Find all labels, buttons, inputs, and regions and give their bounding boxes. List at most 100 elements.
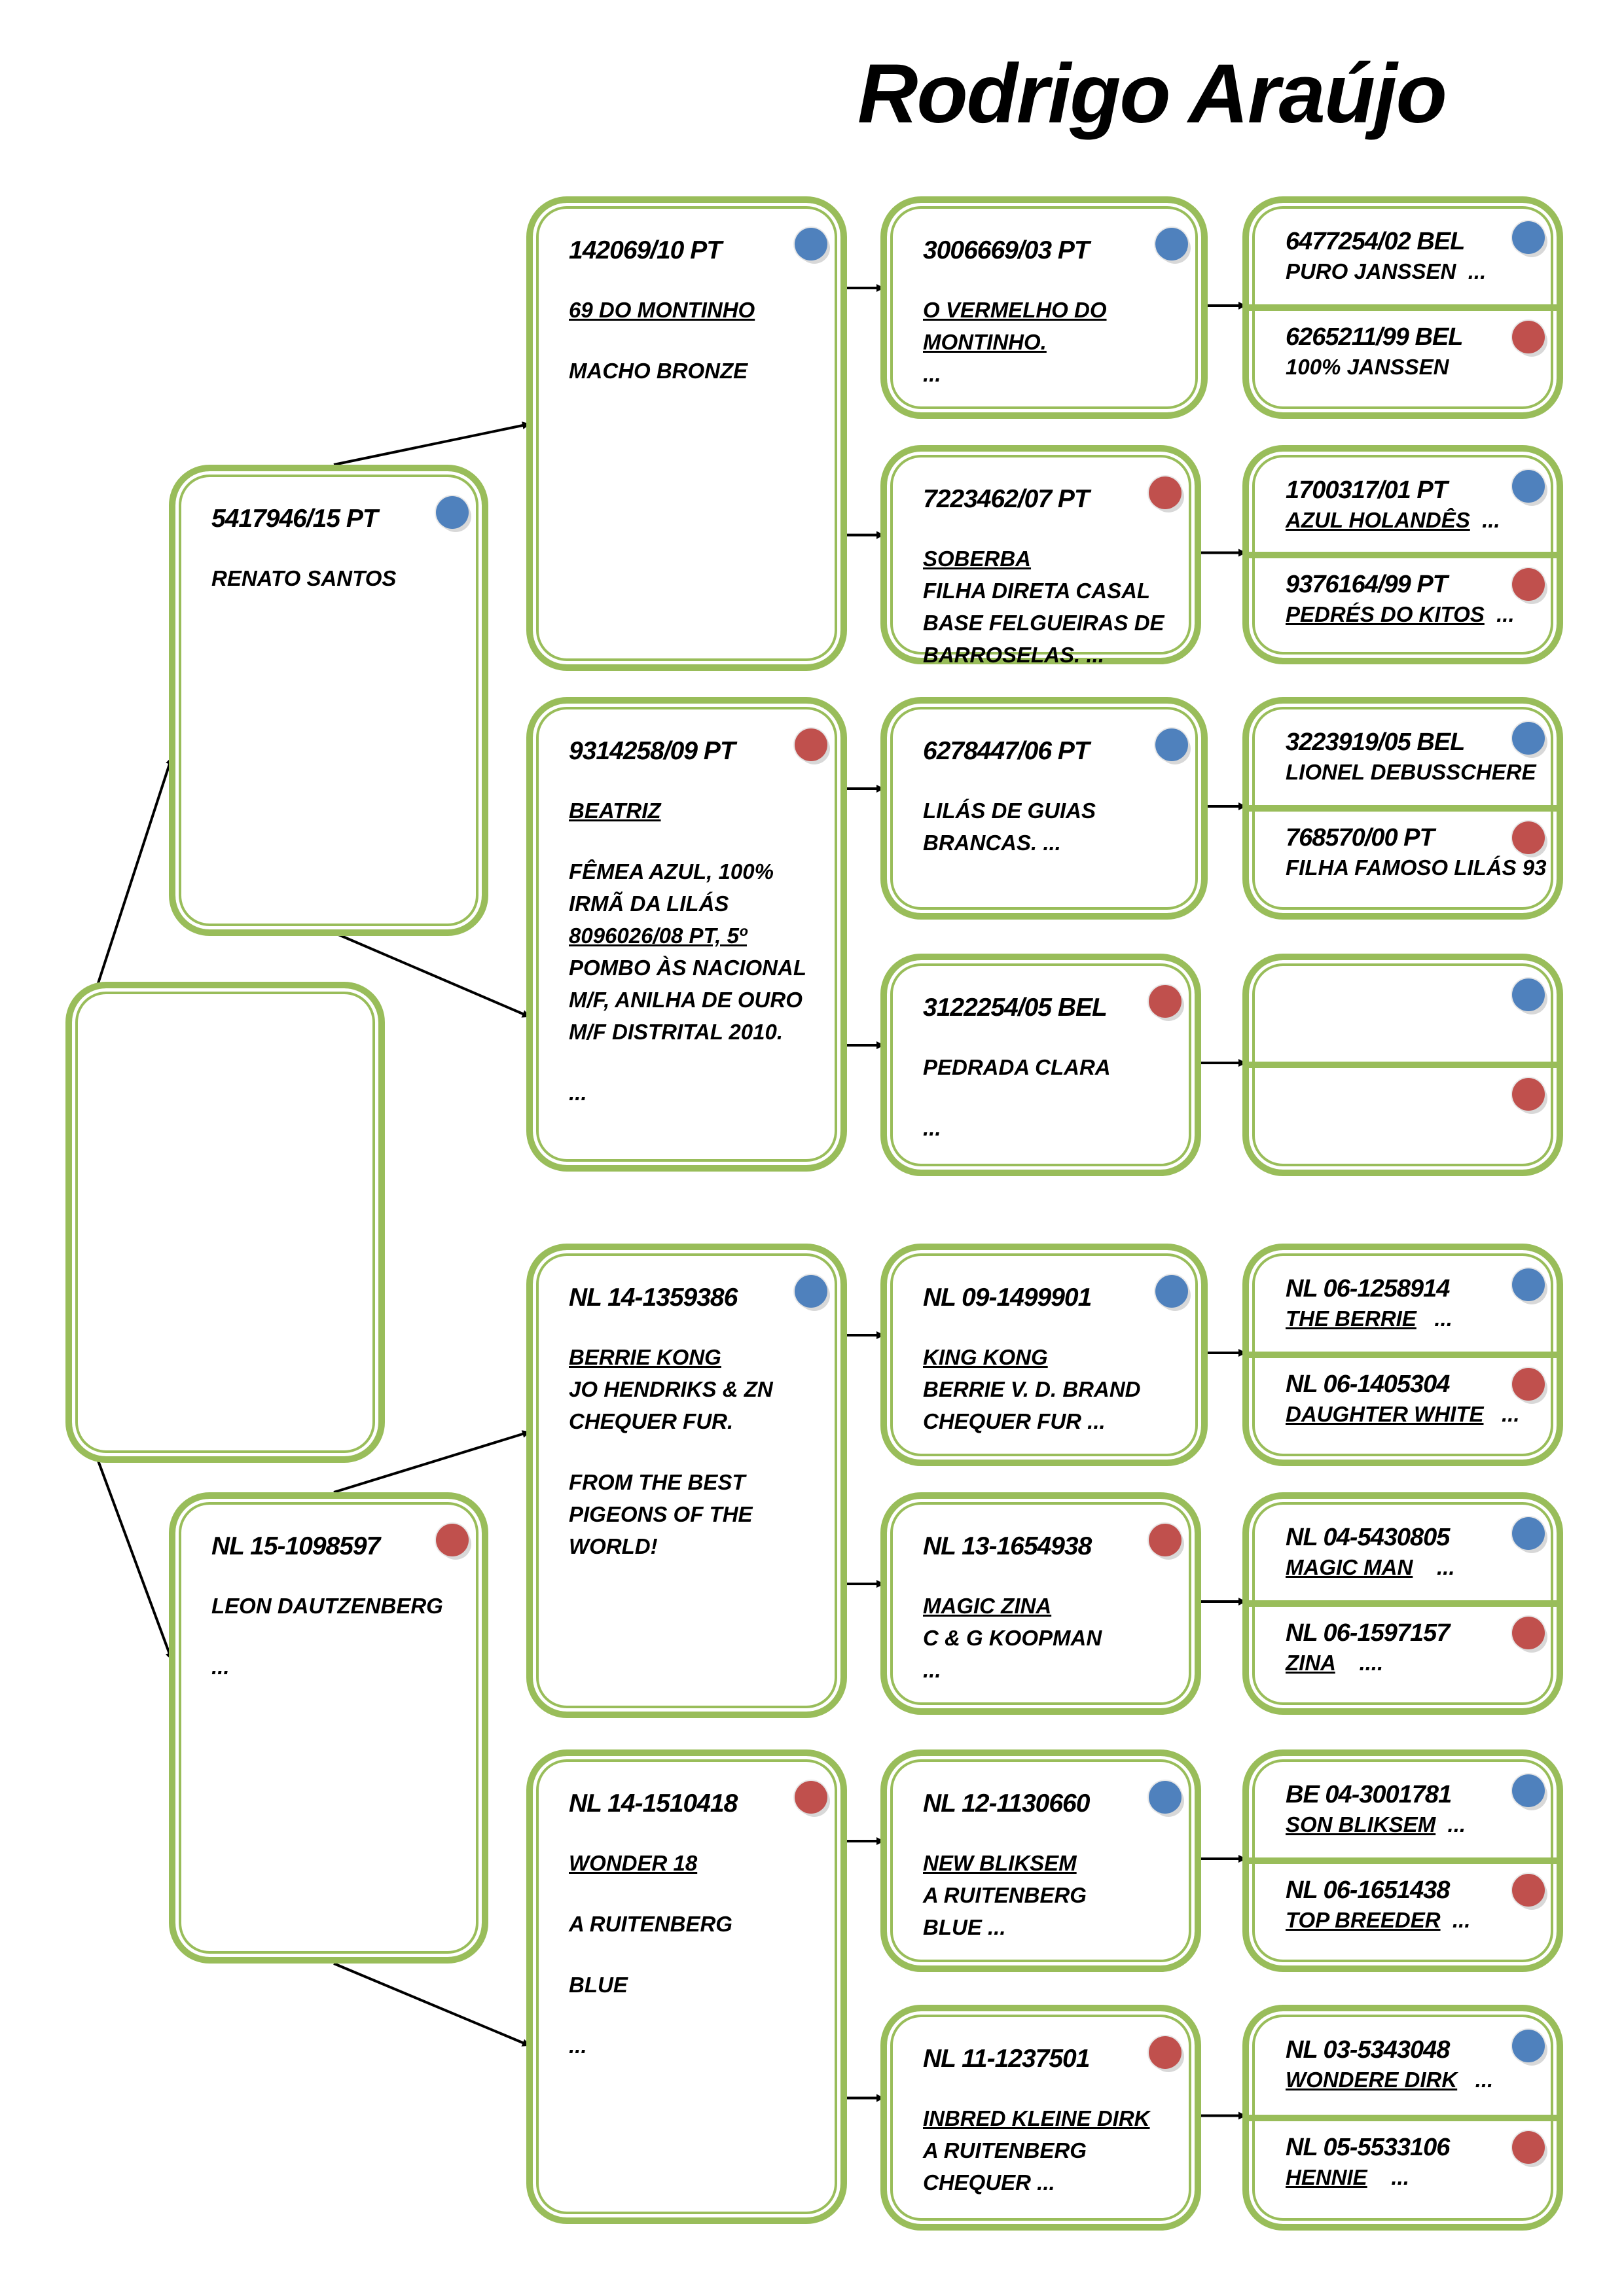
spacer — [211, 1622, 420, 1651]
ring-number: 1700317/01 PT — [1286, 476, 1448, 504]
pigeon-name: PURO JANSSEN — [1286, 259, 1456, 283]
info-line: LILÁS DE GUIAS — [923, 798, 1096, 823]
page-title: Rodrigo Araújo — [857, 47, 1447, 141]
ellipsis: ... — [1440, 1908, 1471, 1932]
spacer — [923, 767, 1139, 795]
info-line: A RUITENBERG — [923, 1883, 1087, 1907]
connector-arrow — [97, 757, 173, 984]
pigeon-name: WONDERE DIRK — [1286, 2068, 1458, 2092]
male-marker-icon — [795, 228, 827, 260]
connector-arrow — [333, 1962, 530, 2047]
info-line: PIGEONS OF THE — [569, 1502, 753, 1526]
female-marker-icon — [1512, 1368, 1545, 1401]
male-marker-icon — [1512, 221, 1545, 254]
card-text — [1286, 1079, 1517, 1111]
ellipsis: ... — [1484, 601, 1515, 626]
connector-arrow — [333, 422, 530, 466]
spacer — [211, 1562, 420, 1590]
info-line: BEATRIZ — [569, 798, 661, 823]
ellipsis: ... — [1457, 2068, 1494, 2092]
info-line: POMBO ÀS NACIONAL — [569, 956, 806, 980]
ggp-sire: 1700317/01 PT AZUL HOLANDÊS ... — [1249, 452, 1557, 555]
info-line: C & G KOOPMAN — [923, 1626, 1102, 1650]
info-line: A RUITENBERG — [569, 1912, 732, 1936]
info-line: ... — [923, 1658, 941, 1682]
sire-card[interactable]: 5417946/15 PT RENATO SANTOS — [169, 465, 488, 936]
male-marker-icon — [1512, 1517, 1545, 1550]
pigeon-name: AZUL HOLANDÊS — [1286, 508, 1470, 532]
info-line: RENATO SANTOS — [211, 566, 397, 590]
ring-number: 5417946/15 PT — [211, 505, 378, 533]
info-line: LEON DAUTZENBERG — [211, 1594, 443, 1618]
pair-divider — [1249, 805, 1557, 812]
female-marker-icon — [1512, 2130, 1545, 2164]
female-marker-icon — [436, 1524, 469, 1556]
info-line: 100% JANSSEN — [1286, 352, 1517, 384]
info-line: FILHA FAMOSO LILÁS 93 — [1286, 853, 1546, 885]
great-great-grandparents-pair[interactable] — [1242, 954, 1563, 1176]
female-marker-icon — [1512, 1874, 1545, 1907]
ring-number: 6477254/02 BEL — [1286, 228, 1465, 255]
ring-number: NL 04-5430805 — [1286, 1524, 1450, 1551]
info-line: PURO JANSSEN ... — [1286, 257, 1517, 289]
ring-number: NL 06-1597157 — [1286, 1619, 1450, 1647]
info-line: LIONEL DEBUSSCHERE — [1286, 757, 1536, 789]
card-text — [1286, 984, 1517, 1016]
ring-number: NL 14-1359386 — [569, 1283, 738, 1312]
pigeon-name: MAGIC MAN — [1286, 1555, 1413, 1579]
pair-divider — [1249, 304, 1557, 311]
ring-number: 6278447/06 PT — [923, 737, 1090, 765]
ring-number: 3223919/05 BEL — [1286, 728, 1465, 756]
spacer — [569, 1879, 778, 1908]
info-line: ... — [569, 2034, 587, 2058]
info-line: BERRIE KONG — [569, 1345, 721, 1369]
pair-divider — [1249, 551, 1557, 558]
ring-number: NL 09-1499901 — [923, 1283, 1092, 1312]
spacer — [569, 767, 778, 795]
info-line: MACHO BRONZE — [569, 359, 748, 383]
pigeon-name: THE BERRIE — [1286, 1306, 1416, 1331]
info-line: BASE FELGUEIRAS DE — [923, 611, 1164, 635]
info-line: M/F, ANILHA DE OURO — [569, 988, 803, 1012]
ellipsis: ... — [1470, 508, 1500, 532]
ring-number: NL 15-1098597 — [211, 1532, 380, 1560]
male-marker-icon — [436, 496, 469, 529]
subject-card[interactable] — [65, 982, 385, 1463]
female-marker-icon — [1512, 1078, 1545, 1111]
